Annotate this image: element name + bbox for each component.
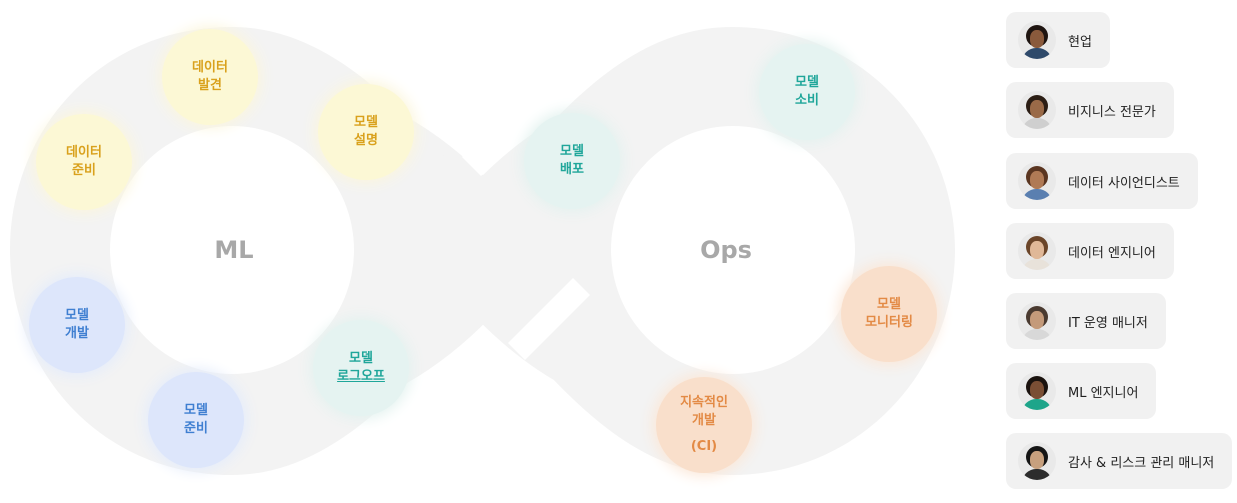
stage-model-preparation[interactable]: 모델 준비 xyxy=(148,372,244,468)
stage-label-line: 개발 xyxy=(692,413,716,428)
infinity-loop-cut-right xyxy=(508,278,590,360)
stage-model-development[interactable]: 모델 개발 xyxy=(29,277,125,373)
persona-it-operations-manager[interactable]: IT 운영 매니저 xyxy=(1006,293,1166,349)
person-avatar-icon xyxy=(1018,372,1056,410)
stage-label-line: 모델 xyxy=(349,351,373,366)
persona-label: IT 운영 매니저 xyxy=(1068,315,1148,331)
persona-data-engineer[interactable]: 데이터 엔지니어 xyxy=(1006,223,1174,279)
stage-continuous-integration[interactable]: 지속적인 개발 (CI) xyxy=(656,377,752,473)
stage-data-discovery[interactable]: 데이터 발견 xyxy=(162,29,258,125)
persona-label: 감사 & 리스크 관리 매니저 xyxy=(1068,455,1215,471)
stage-model-monitoring[interactable]: 모델 모니터링 xyxy=(841,266,937,362)
persona-business-expert[interactable]: 비지니스 전문가 xyxy=(1006,82,1174,138)
ml-label: ML xyxy=(214,236,254,264)
person-avatar-icon xyxy=(1018,91,1056,129)
stage-label-line: 모델 xyxy=(795,75,819,90)
stage-label-line: (CI) xyxy=(690,439,718,454)
stage-label-line: 모델 xyxy=(354,115,378,130)
stage-label-line: 설명 xyxy=(354,133,378,148)
infinity-loop-hole-left xyxy=(110,126,354,374)
stage-model-deployment[interactable]: 모델 배포 xyxy=(524,113,620,209)
persona-label: 데이터 사이언디스트 xyxy=(1068,175,1180,191)
stage-model-consumption[interactable]: 모델 소비 xyxy=(759,44,855,140)
stage-label-line: 준비 xyxy=(184,421,208,436)
stage-label-line: 모델 xyxy=(560,144,584,159)
person-avatar-icon xyxy=(1018,302,1056,340)
person-avatar-icon xyxy=(1018,21,1056,59)
stage-label-line: 배포 xyxy=(560,162,584,177)
stage-label-line: 소비 xyxy=(795,93,819,108)
stage-label-line: 모니터링 xyxy=(865,315,913,330)
infinity-loop-gap-upper xyxy=(462,102,536,176)
stage-data-preparation[interactable]: 데이터 준비 xyxy=(36,114,132,210)
persona-label: 현업 xyxy=(1068,34,1092,50)
stage-label-line: 지속적인 xyxy=(680,395,728,410)
stage-model-explanation[interactable]: 모델 설명 xyxy=(318,84,414,180)
persona-ml-engineer[interactable]: ML 엔지니어 xyxy=(1006,363,1157,419)
stage-label-line: 데이터 xyxy=(66,145,102,160)
persona-label: ML 엔지니어 xyxy=(1068,385,1139,401)
stage-label-line: 발견 xyxy=(198,78,222,93)
stage-label-line: 준비 xyxy=(72,163,96,178)
stage-label-line: 데이터 xyxy=(192,60,228,75)
ops-label: Ops xyxy=(700,236,752,264)
person-avatar-icon xyxy=(1018,232,1056,270)
infinity-loop-hole-right xyxy=(611,126,855,374)
person-avatar-icon xyxy=(1018,162,1056,200)
stage-model-logoff[interactable]: 모델 로그오프 xyxy=(313,320,409,416)
persona-business-user[interactable]: 현업 xyxy=(1006,12,1110,68)
stage-label-line: 개발 xyxy=(65,326,89,341)
person-avatar-icon xyxy=(1018,442,1056,480)
stage-label-line: 모델 xyxy=(184,403,208,418)
persona-label: 비지니스 전문가 xyxy=(1068,104,1156,120)
persona-audit-risk-manager[interactable]: 감사 & 리스크 관리 매니저 xyxy=(1006,433,1233,489)
stage-label-line: 모델 xyxy=(877,297,901,312)
stage-label-line: 모델 xyxy=(65,308,89,323)
persona-label: 데이터 엔지니어 xyxy=(1068,245,1156,261)
stage-label-line: 로그오프 xyxy=(337,369,385,384)
persona-data-scientist[interactable]: 데이터 사이언디스트 xyxy=(1006,153,1198,209)
